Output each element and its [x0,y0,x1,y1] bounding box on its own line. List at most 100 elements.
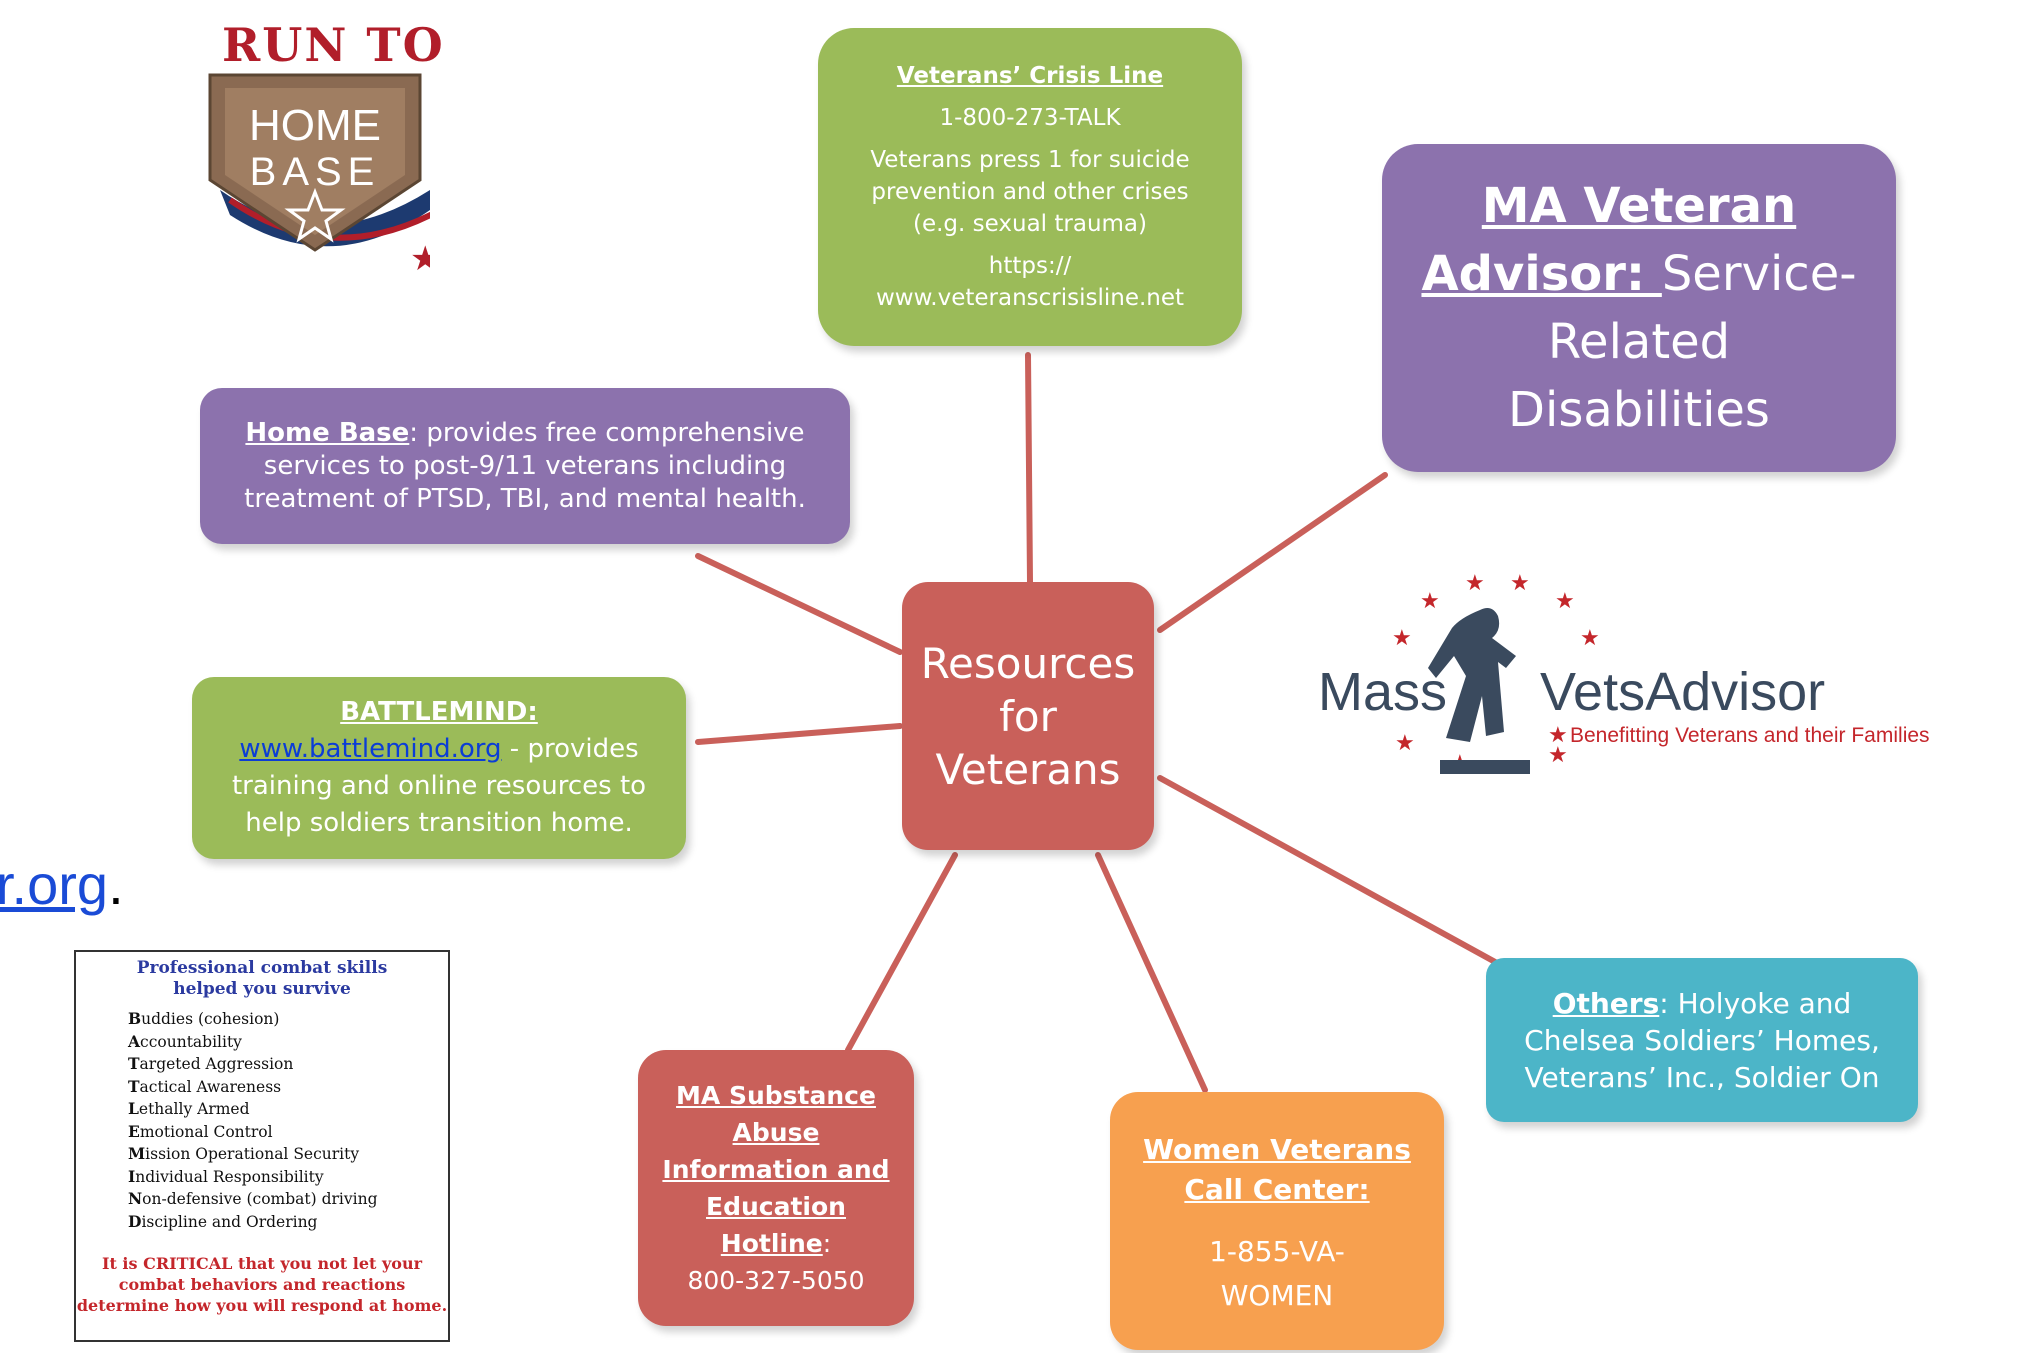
card-item-rest: ission Operational Security [145,1145,360,1163]
card-list-item: Individual Responsibility [128,1166,448,1189]
connector-ma-advisor [1157,472,1388,633]
women-title: Women Veterans Call Center: [1143,1133,1411,1206]
crisis-line-desc: Veterans press 1 for suicide prevention … [870,147,1190,237]
logo-star-icon: ★ [1555,589,1575,614]
home-base-logo: HOME BASE ★ [208,73,430,279]
card-list-item: Targeted Aggression [128,1053,448,1076]
connector-home-base [695,553,903,655]
card-item-rest: motional Control [139,1122,273,1141]
card-item-initial: B [128,1009,142,1028]
logo-star-icon: ★ [1392,626,1412,651]
center-line2: for [999,691,1057,741]
connector-crisis [1025,352,1033,585]
card-head2: helped you survive [173,979,351,999]
connector-substance [845,852,958,1053]
card-item-rest: ethally Armed [138,1100,250,1118]
card-item-initial: T [128,1076,140,1096]
card-item-initial: M [128,1144,146,1163]
card-item-initial: L [128,1099,139,1118]
connector-others [1157,775,1500,966]
logo-star-icon: ★ [1510,571,1530,596]
home-base-desc: : provides free comprehensive services t… [244,417,806,514]
substance-colon: : [822,1229,832,1258]
card-list-item: Discipline and Ordering [128,1211,448,1234]
ma-advisor-line2-u: Advisor: [1421,246,1662,302]
crisis-line-title: Veterans’ Crisis Line [896,63,1164,89]
card-item-initial: A [128,1031,141,1051]
mass-vets-advisor-logo: ★ ★ ★ ★ ★ ★ ★ ★ ★ Mass VetsAdvisor ★ Ben… [1318,571,1930,776]
crisis-line-url2: www.veteranscrisisline.net [875,285,1185,311]
logo-star-icon: ★ [1395,731,1415,756]
fragment-period: . [108,853,124,916]
card-item-initial: I [128,1166,136,1186]
card-item-initial: D [128,1211,142,1231]
card-list-item: Buddies (cohesion) [128,1008,448,1031]
card-list-item: Emotional Control [128,1121,448,1144]
minuteman-icon [1428,608,1516,742]
battlemind-title: BATTLEMIND: [340,697,538,727]
home-base-text: Home Base: provides free comprehensive s… [224,417,826,516]
card-list-item: Accountability [128,1031,448,1054]
battlemind-link[interactable]: www.battlemind.org [239,734,502,764]
connector-battlemind [695,723,903,745]
women-phone2: WOMEN [1220,1279,1334,1312]
center-line1: Resources [920,638,1136,688]
ma-advisor-line1: MA Veteran [1481,178,1797,234]
card-list-item: Mission Operational Security [128,1143,448,1166]
substance-text: MA Substance Abuse Information and Educa… [652,1077,900,1262]
fragment-link-text[interactable]: r.org [0,853,109,916]
women-phone1: 1-855-VA- [1209,1235,1345,1268]
ma-advisor-line3: Related [1547,314,1731,370]
ma-advisor-line2-rest: Service- [1661,246,1857,302]
card-item-rest: actical Awareness [139,1077,282,1096]
crisis-line-box: Veterans’ Crisis Line 1-800-273-TALK Vet… [818,28,1242,346]
others-box: Others: Holyoke and Chelsea Soldiers’ Ho… [1486,958,1918,1122]
battlemind-card: Professional combat skills helped you su… [74,950,450,1342]
logo-star-icon: ★ [1465,571,1485,596]
run-to-title: RUN TO [222,18,445,72]
tagline-star-icon: ★ [1548,722,1568,747]
ma-advisor-box: MA Veteran Advisor: Service- Related Dis… [1382,144,1896,472]
card-item-initial: N [128,1189,143,1208]
ma-advisor-line2: Advisor: Service- [1421,240,1856,308]
card-item-initial: T [128,1054,140,1073]
card-list-item: Lethally Armed [128,1098,448,1121]
logo-star-icon [284,187,346,243]
card-item-rest: ccountability [140,1032,242,1051]
card-item-rest: uddies (cohesion) [141,1010,280,1028]
card-item-rest: iscipline and Ordering [141,1212,318,1231]
crisis-line-url1: https:// [988,253,1072,279]
crisis-line-phone: 1-800-273-TALK [939,105,1121,131]
center-line3: Veterans [935,744,1121,794]
truncated-link-fragment[interactable]: r.org. [0,852,124,917]
substance-title: MA Substance Abuse Information and Educa… [662,1081,890,1258]
others-desc: : Holyoke and Chelsea Soldiers’ Homes, V… [1524,986,1880,1094]
others-title: Others [1552,986,1660,1020]
women-veterans-box: Women Veterans Call Center: 1-855-VA- WO… [1110,1092,1444,1350]
battlemind-desc: - provides training and online resources… [231,734,647,838]
mass-vets-tagline: Benefitting Veterans and their Families [1570,724,1930,747]
logo-star-icon: ★ [1420,589,1440,614]
battlemind-box: BATTLEMIND: www.battlemind.org - provide… [192,677,686,859]
vets-advisor-text: VetsAdvisor [1540,662,1825,722]
connector-women [1095,852,1208,1093]
logo-star-icon: ★ [1580,626,1600,651]
card-list-item: Tactical Awareness [128,1076,448,1099]
ma-advisor-line4: Disabilities [1508,382,1770,438]
substance-phone: 800-327-5050 [687,1266,865,1295]
card-item-rest: on-defensive (combat) driving [142,1190,378,1208]
card-list-item: Non-defensive (combat) driving [128,1188,448,1211]
home-base-title: Home Base [245,417,410,448]
card-item-rest: argeted Aggression [139,1055,294,1073]
card-head1: Professional combat skills [136,958,388,978]
center-box: Resources for Veterans [902,582,1154,850]
substance-box: MA Substance Abuse Information and Educa… [638,1050,914,1326]
home-base-box: Home Base: provides free comprehensive s… [200,388,850,544]
battlemind-text: www.battlemind.org - provides training a… [216,731,662,842]
others-text: Others: Holyoke and Chelsea Soldiers’ Ho… [1504,985,1900,1096]
card-item-initial: E [128,1121,140,1141]
logo-home-text: HOME [249,101,381,150]
card-item-rest: ndividual Responsibility [135,1167,324,1186]
